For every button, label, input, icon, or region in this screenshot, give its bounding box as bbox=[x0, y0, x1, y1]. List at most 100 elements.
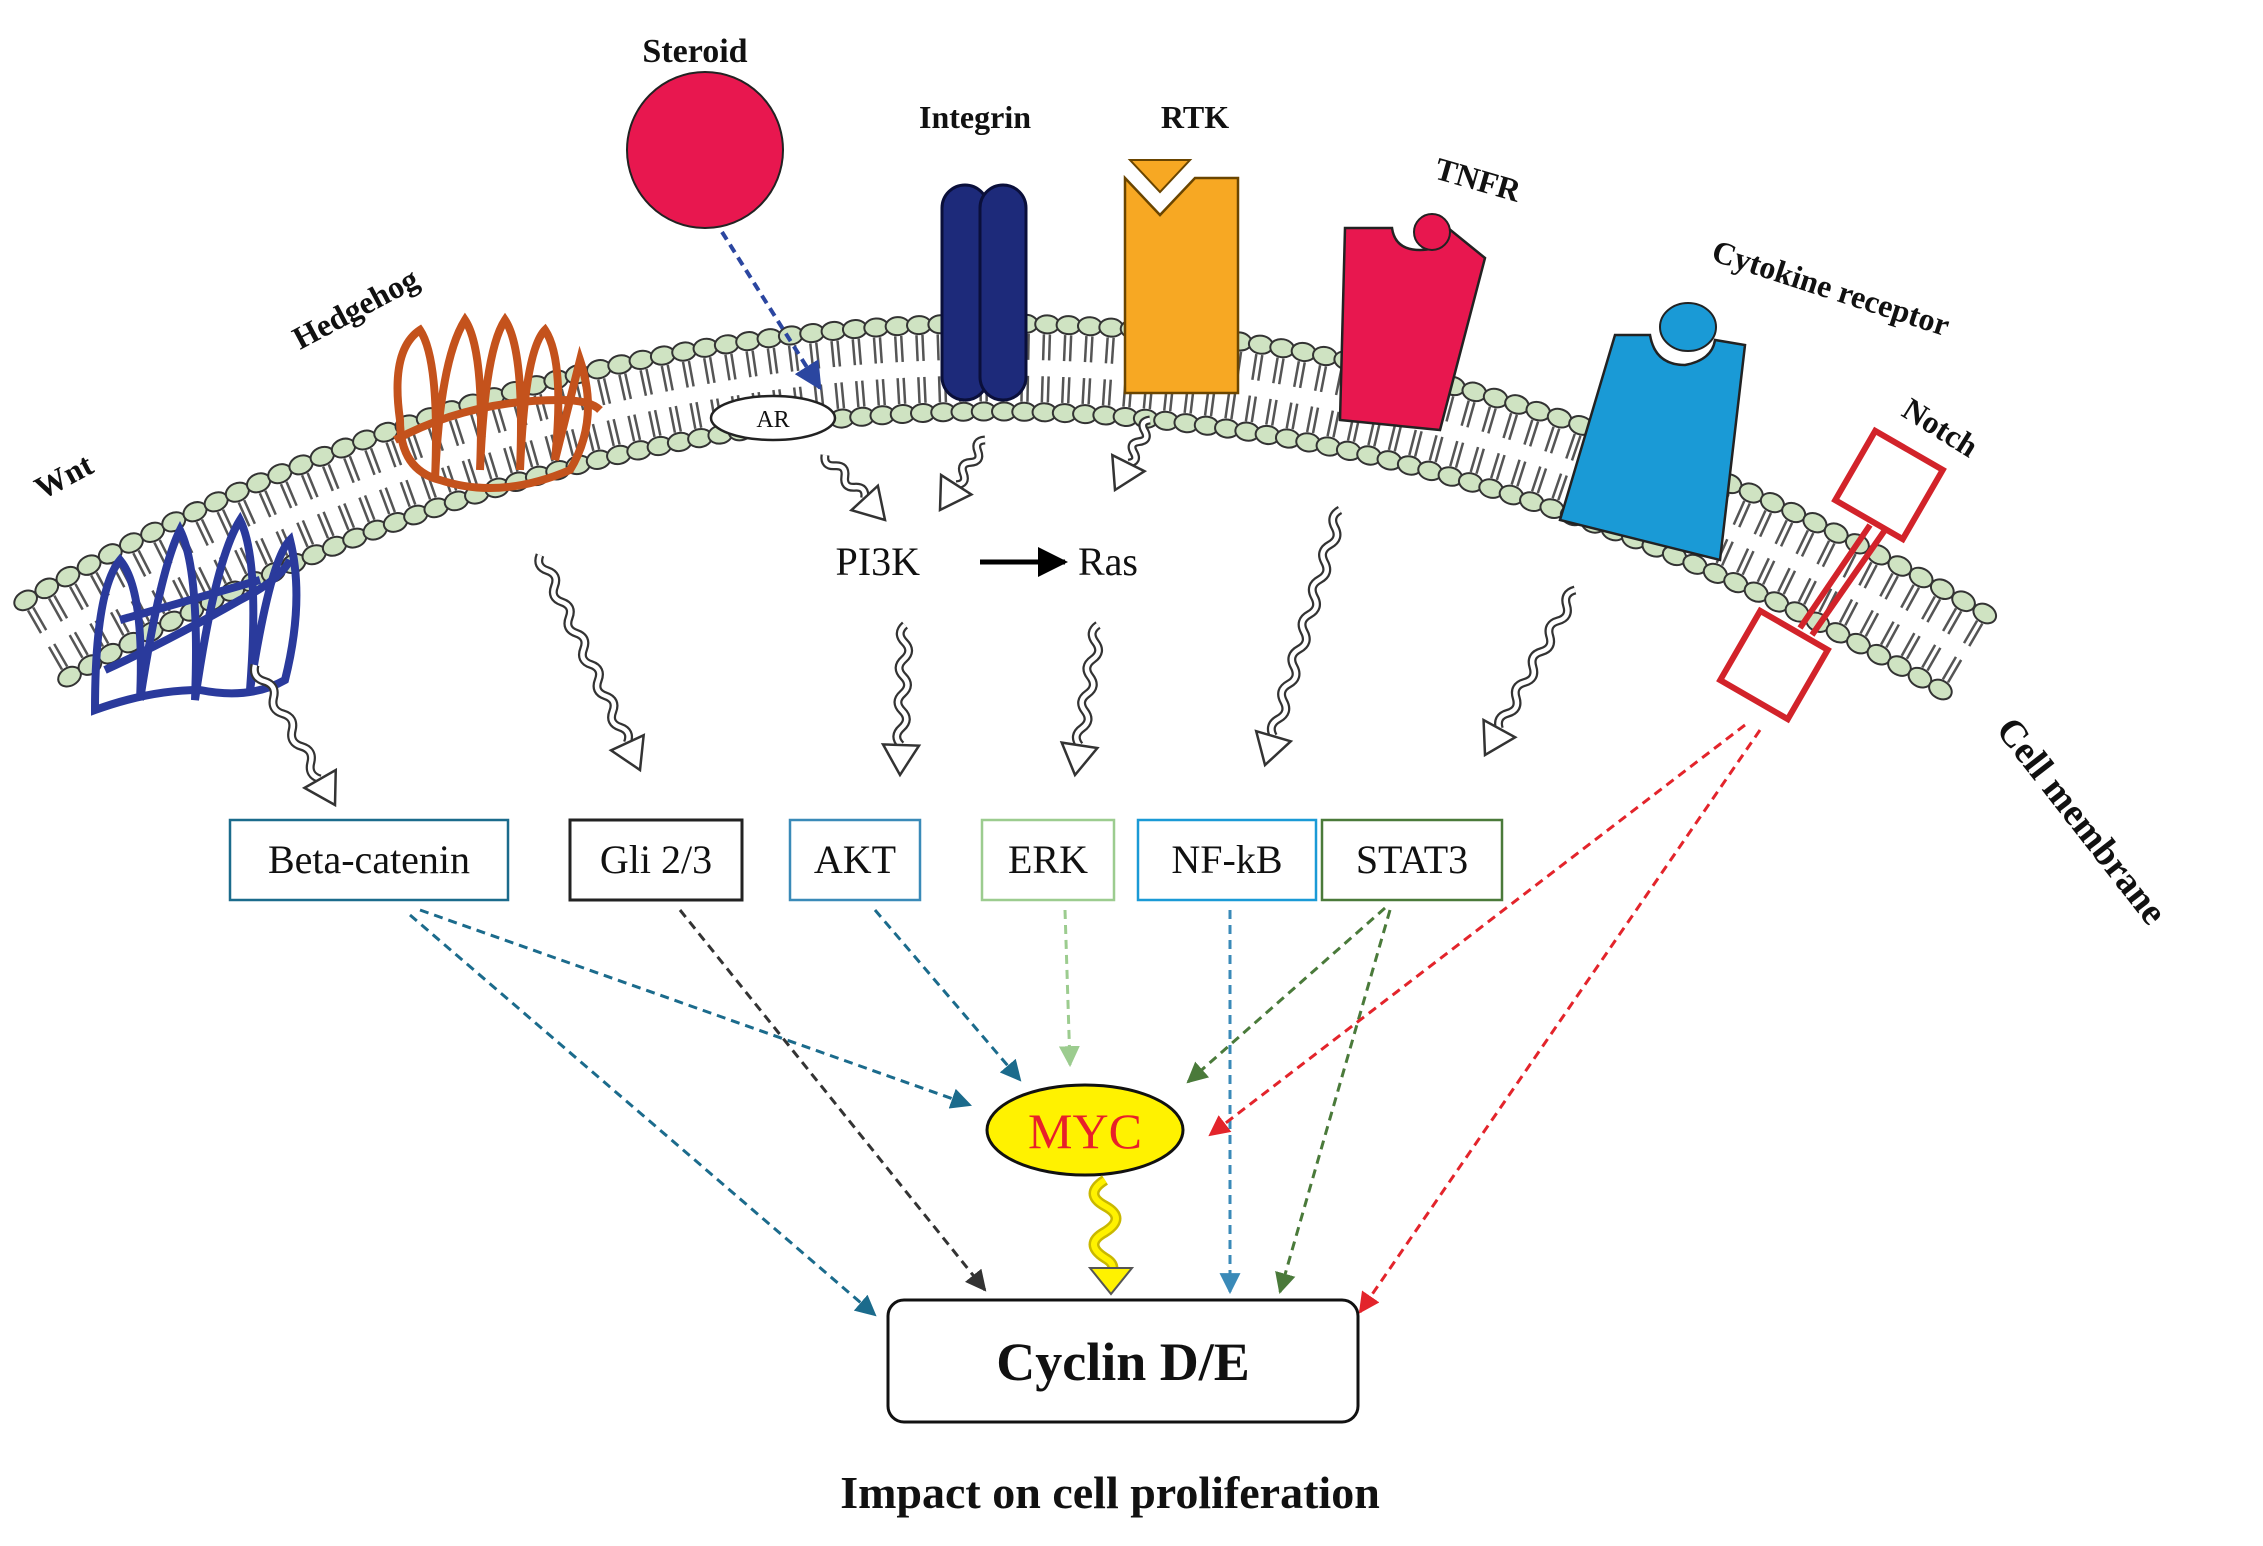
wavy-arrow-head bbox=[608, 733, 646, 773]
wavy-arrow-head bbox=[938, 472, 974, 513]
lipid bbox=[13, 589, 82, 688]
nfkb-box: NF-kB bbox=[1136, 818, 1318, 902]
lipid bbox=[1743, 501, 1807, 603]
wavy-arrow-head bbox=[1110, 453, 1148, 493]
lipid bbox=[906, 315, 936, 423]
akt-box: AKT bbox=[788, 818, 922, 902]
lipid bbox=[585, 359, 632, 466]
steroid-label: Steroid bbox=[642, 33, 747, 70]
steroid-ligand bbox=[626, 71, 784, 229]
arrow-notch-cyclin bbox=[1358, 729, 1762, 1314]
gli-label: Gli 2/3 bbox=[600, 837, 712, 882]
pi3k-label: PI3K bbox=[836, 539, 921, 584]
lipid bbox=[671, 341, 713, 449]
lipid bbox=[1784, 522, 1849, 623]
myc-node bbox=[985, 1083, 1185, 1177]
rtk-ligand bbox=[1127, 159, 1193, 194]
wavy-arrow-head bbox=[1254, 729, 1294, 768]
arrow-erk-myc bbox=[1058, 909, 1080, 1068]
wavy-arrow-shaft bbox=[1269, 508, 1342, 738]
lipid bbox=[1928, 602, 1998, 701]
integrin-label: Integrin bbox=[919, 99, 1031, 135]
stat3-box: STAT3 bbox=[1320, 818, 1504, 902]
wnt-label: Wnt bbox=[28, 446, 99, 506]
integrin-receptor-beta bbox=[978, 183, 1028, 402]
lipid bbox=[1539, 415, 1594, 519]
cytokine-receptor bbox=[1558, 333, 1747, 562]
beta-catenin-label: Beta-catenin bbox=[268, 837, 470, 882]
wavy-arrow-shaft bbox=[1496, 587, 1576, 730]
rtk-receptor bbox=[1123, 174, 1240, 395]
wavy-arrow-shaft bbox=[894, 623, 911, 747]
arrow-gli-cyclin bbox=[678, 909, 987, 1292]
lipid bbox=[607, 354, 653, 461]
lipid bbox=[1254, 338, 1296, 446]
cyclin-box bbox=[886, 1298, 1360, 1424]
akt-label: AKT bbox=[814, 837, 896, 882]
wavy-arrow-shaft bbox=[1494, 585, 1577, 730]
wavy-arrow-shaft bbox=[1074, 623, 1101, 747]
lipid bbox=[1723, 492, 1785, 594]
beta-catenin-box: Beta-catenin bbox=[228, 818, 510, 902]
gli-box: Gli 2/3 bbox=[568, 818, 744, 902]
notch-receptor bbox=[1716, 426, 1947, 724]
wavy-arrow-head bbox=[1059, 741, 1100, 778]
lipid bbox=[1092, 317, 1125, 426]
lipid bbox=[1764, 512, 1828, 613]
wavy-arrow-shaft bbox=[536, 554, 631, 744]
myc-to-cyclin-arrowhead bbox=[1087, 1267, 1135, 1296]
tnfr-receptor bbox=[1338, 225, 1487, 432]
arrow-betacatenin-myc bbox=[419, 908, 972, 1109]
cyclin-label: Cyclin D/E bbox=[996, 1332, 1250, 1392]
wavy-arrow-shaft bbox=[822, 454, 868, 499]
myc-label: MYC bbox=[1028, 1103, 1142, 1159]
cytokine-ligand bbox=[1659, 302, 1717, 352]
wavy-arrow-shaft bbox=[252, 664, 321, 782]
wavy-arrow-head bbox=[880, 743, 922, 778]
lipid bbox=[649, 345, 693, 453]
hedgehog-receptor bbox=[393, 312, 603, 492]
lipid bbox=[1478, 394, 1530, 499]
dashed-arrows bbox=[409, 723, 1762, 1317]
lipid bbox=[884, 316, 916, 425]
lipid bbox=[34, 577, 103, 676]
arrow-betacatenin-cyclin bbox=[409, 913, 877, 1317]
tnfr-ligand bbox=[1413, 213, 1451, 251]
cytokine-receptor-label: Cytokine receptor bbox=[1708, 232, 1954, 343]
lipid bbox=[288, 454, 348, 557]
lipid bbox=[841, 319, 876, 427]
tnfr-label: TNFR bbox=[1431, 150, 1526, 209]
arrow-akt-myc bbox=[873, 909, 1022, 1082]
ar-receptor bbox=[709, 394, 837, 442]
stat3-label: STAT3 bbox=[1356, 837, 1468, 882]
steroid-arrow bbox=[720, 230, 822, 391]
lipid bbox=[863, 317, 896, 426]
footer-caption: Impact on cell proliferation bbox=[840, 1467, 1380, 1518]
wavy-arrow-head bbox=[301, 767, 338, 808]
lipid bbox=[1031, 314, 1061, 423]
lipid bbox=[1498, 400, 1552, 506]
lipid bbox=[1907, 590, 1976, 689]
arrow-stat3-myc bbox=[1186, 906, 1386, 1084]
wavy-arrow-head bbox=[848, 483, 887, 522]
ar-label: AR bbox=[756, 407, 789, 433]
lipid bbox=[1295, 345, 1338, 453]
lipid bbox=[330, 437, 388, 541]
rtk-label: RTK bbox=[1161, 99, 1229, 135]
cell-membrane-label: Cell membrane bbox=[1988, 710, 2175, 933]
wavy-arrow-head bbox=[1482, 717, 1518, 758]
nfkb-label: NF-kB bbox=[1171, 837, 1282, 882]
arrow-notch-myc bbox=[1208, 723, 1746, 1137]
lipid bbox=[1417, 375, 1466, 482]
lipid bbox=[1051, 315, 1082, 424]
lipid bbox=[1825, 544, 1892, 644]
wnt-receptor bbox=[90, 511, 301, 716]
lipid bbox=[1457, 387, 1509, 493]
erk-box: ERK bbox=[980, 818, 1116, 902]
arrow-stat3-cyclin bbox=[1275, 909, 1392, 1295]
myc-to-cyclin-squiggle-inner bbox=[1091, 1177, 1119, 1279]
ras-label: Ras bbox=[1078, 539, 1138, 584]
lipid bbox=[1274, 341, 1317, 449]
lipid bbox=[309, 445, 368, 549]
